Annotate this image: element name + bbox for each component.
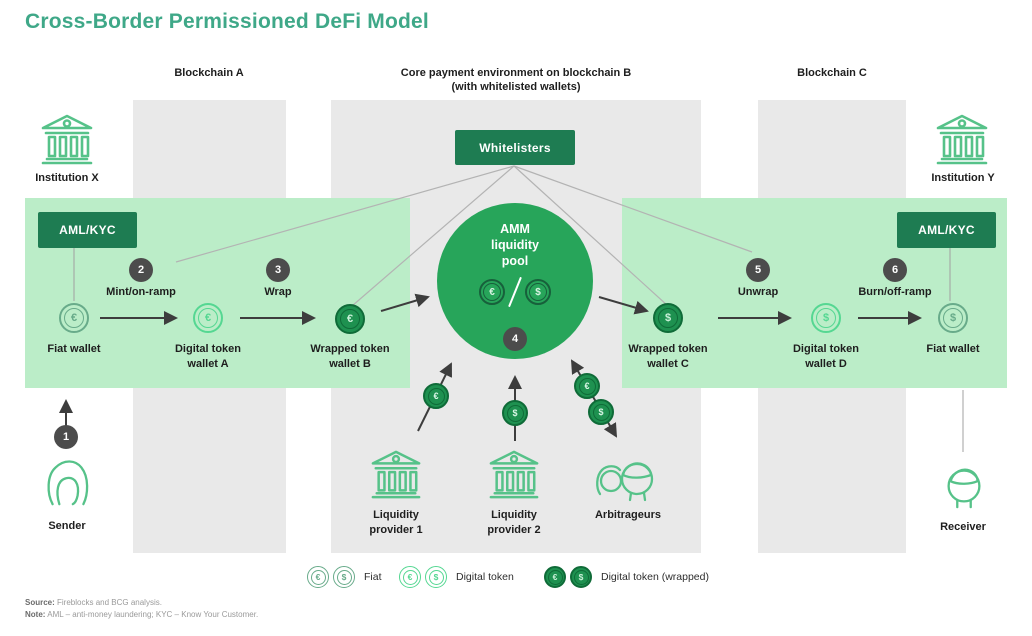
institution-y-label: Institution Y [931, 172, 995, 184]
sender-person-icon [43, 458, 93, 513]
page-title: Cross-Border Permissioned DeFi Model [25, 10, 429, 33]
digital-wallet-d-coin: $ [811, 303, 841, 333]
receiver-label: Receiver [940, 521, 986, 533]
euro-coin-icon: € [479, 279, 505, 305]
arb-euro-flow-coin: € [574, 373, 600, 399]
receiver-person-icon [939, 460, 989, 517]
header-blockchain-a: Blockchain A [174, 67, 244, 79]
header-blockchain-c: Blockchain C [797, 67, 867, 79]
fiat-wallet-left-label: Fiat wallet [47, 343, 101, 355]
wrapped-wallet-c-coin: $ [653, 303, 683, 333]
whitelisters-box: Whitelisters [455, 130, 575, 165]
fiat-wallet-coin-left: € [59, 303, 89, 333]
legend-fiat: € $ Fiat [307, 566, 382, 588]
step-badge-3: 3 [266, 258, 290, 282]
lp1-flow-coin: € [423, 383, 449, 409]
wrapped-wallet-b-coin: € [335, 304, 365, 334]
step-badge-5: 5 [746, 258, 770, 282]
slash-divider [508, 276, 522, 308]
aml-kyc-box-right: AML/KYC [897, 212, 996, 248]
arb-dollar-flow-coin: $ [588, 399, 614, 425]
bank-icon [934, 112, 990, 171]
legend-digital-token: € $ Digital token [399, 566, 514, 588]
bank-icon [39, 112, 95, 171]
euro-coin-icon: € [544, 566, 566, 588]
dollar-coin-icon: $ [525, 279, 551, 305]
legend-wrapped-token: € $ Digital token (wrapped) [544, 566, 709, 588]
fiat-wallet-right-label: Fiat wallet [926, 343, 980, 355]
dollar-coin-icon: $ [425, 566, 447, 588]
lp2-flow-coin: $ [502, 400, 528, 426]
institution-x-label: Institution X [35, 172, 99, 184]
step-label-wrap: Wrap [264, 286, 292, 298]
bank-icon [487, 448, 541, 505]
fiat-wallet-coin-right: $ [938, 303, 968, 333]
digital-wallet-a-coin: € [193, 303, 223, 333]
step-label-burn: Burn/off-ramp [858, 286, 932, 298]
euro-coin-icon: € [307, 566, 329, 588]
sender-label: Sender [48, 520, 86, 532]
step-badge-6: 6 [883, 258, 907, 282]
bank-icon [369, 448, 423, 505]
arbitrageurs-label: Arbitrageurs [594, 509, 662, 521]
step-badge-2: 2 [129, 258, 153, 282]
step-label-mint: Mint/on-ramp [106, 286, 176, 298]
step-badge-1: 1 [54, 425, 78, 449]
step-label-unwrap: Unwrap [737, 286, 779, 298]
arbitrageurs-people-icon [590, 450, 662, 510]
dollar-coin-icon: $ [570, 566, 592, 588]
step-badge-4: 4 [503, 327, 527, 351]
aml-kyc-box-left: AML/KYC [38, 212, 137, 248]
footnote: Note: AML – anti-money laundering; KYC –… [25, 610, 259, 619]
dollar-coin-icon: $ [333, 566, 355, 588]
euro-coin-icon: € [399, 566, 421, 588]
source-note: Source: Fireblocks and BCG analysis. [25, 598, 162, 607]
header-core-environment: Core payment environment on blockchain B… [400, 67, 632, 93]
